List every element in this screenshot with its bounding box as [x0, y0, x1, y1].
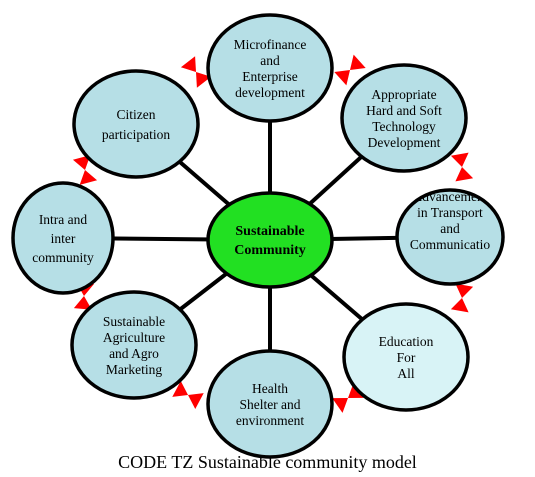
node-education-label-line: Education: [379, 334, 434, 349]
node-citizen-label-line: Citizen: [117, 107, 156, 122]
node-health-label-line: Health: [252, 381, 288, 396]
node-technology-shape: [340, 63, 468, 173]
node-microfinance-label-line: and: [260, 53, 280, 68]
node-transport-label-line: and: [440, 221, 460, 236]
bowtie-connector: [180, 56, 212, 88]
node-microfinance-label-line: Microfinance: [234, 37, 307, 52]
node-microfinance-shape: [206, 13, 334, 123]
bowtie-connector: [72, 155, 98, 185]
node-agriculture-label-line: and Agro: [109, 346, 159, 361]
node-citizen: Citizen participation: [72, 69, 200, 179]
node-transport-label-line: in Transport: [417, 205, 483, 220]
node-health-label-line: environment: [236, 413, 304, 428]
node-agriculture-label-line: Sustainable: [103, 314, 165, 329]
node-transport-shape: [395, 188, 505, 286]
bowtie-connector: [172, 380, 204, 410]
node-community-label-line: inter: [51, 231, 76, 246]
bowtie-connector: [450, 152, 474, 182]
node-technology-label-line: Hard and Soft: [366, 103, 442, 118]
diagram-caption: CODE TZ Sustainable community model: [118, 452, 417, 472]
node-community-label-line: Intra and: [39, 212, 88, 227]
center-label-line: Sustainable: [235, 224, 304, 239]
bowtie-connector: [450, 283, 474, 313]
node-transport-label-line: Communicatio: [410, 237, 490, 252]
node-education-label-line: All: [397, 366, 415, 381]
node-community-label-line: community: [32, 250, 94, 265]
node-agriculture-shape: [70, 290, 198, 400]
node-technology-label-line: Technology: [372, 119, 436, 134]
node-education-label-line: For: [397, 350, 416, 365]
node-health-label-line: Shelter and: [239, 397, 300, 412]
node-citizen-label-line: participation: [102, 127, 170, 142]
node-agriculture-label-line: Agriculture: [103, 330, 165, 345]
node-community: Intra and inter community: [11, 181, 115, 295]
node-technology-label-line: Development: [368, 135, 441, 150]
node-transport-label-line: Advancement: [413, 189, 488, 204]
node-agriculture-label-line: Marketing: [106, 362, 162, 377]
node-technology-label-line: Appropriate: [371, 87, 436, 102]
node-microfinance-label-line: Enterprise: [242, 69, 297, 84]
node-citizen-shape: [72, 69, 200, 179]
node-education-shape: [342, 302, 470, 412]
center-shape: [206, 191, 334, 289]
node-community-shape: [11, 181, 115, 295]
node-health-shape: [206, 349, 334, 459]
bowtie-connector: [334, 54, 366, 86]
center-label-line: Community: [234, 243, 306, 258]
node-microfinance-label-line: development: [235, 85, 305, 100]
bowtie-connector: [73, 282, 95, 310]
